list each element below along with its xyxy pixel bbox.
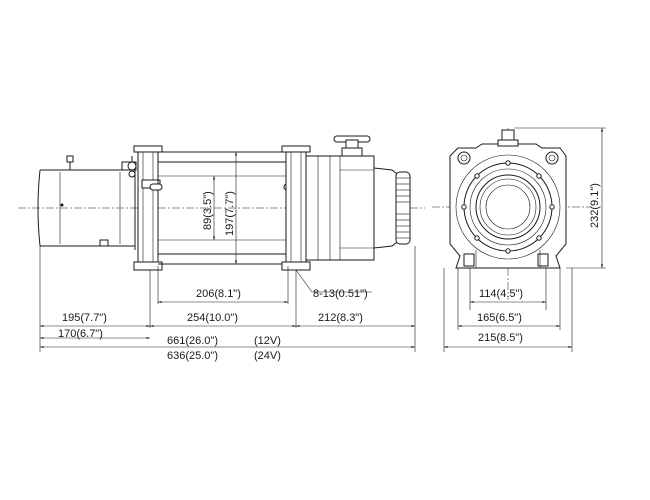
end-height-label: 232(9.1") (589, 183, 601, 228)
gearbox-length-label: 212(8.3") (318, 312, 363, 324)
drum-diameter-label: 89(3.5") (202, 191, 214, 230)
right-end-bearing (281, 145, 311, 271)
overall-24v-label: 636(25.0") (167, 350, 218, 362)
motor-length-mount-label: 170(6.7") (58, 328, 103, 340)
drum-length-label: 206(8.1") (196, 288, 241, 300)
gearbox (305, 135, 411, 261)
end-cap (395, 171, 411, 245)
overall-12v-label: 661(26.0") (167, 335, 218, 347)
bolt-pattern-inner-label: 114(4.5") (479, 288, 523, 300)
overall-12v-note: (12V) (254, 335, 281, 347)
clutch-handle (341, 147, 363, 157)
side-view: 89(3.5") 197(7.7") 206(8.1") 8-13(0.51")… (18, 135, 425, 362)
bolt-spec-label: 8-13(0.51") (313, 288, 368, 300)
bolt-pattern-outer-label: 165(6.5") (477, 312, 522, 324)
end-width-label: 215(8.5") (478, 332, 523, 344)
motor (37, 155, 137, 250)
mount-spacing-label: 254(10.0") (187, 312, 238, 324)
bolt-leader (295, 269, 313, 293)
overall-24v-note: (24V) (254, 350, 281, 362)
end-view: 114(4.5") 165(6.5") 215(8.5") 232(9.1") (432, 127, 606, 352)
flange-diameter-label: 197(7.7") (224, 191, 236, 236)
bolt-holes (461, 160, 555, 254)
motor-length-label: 195(7.7") (62, 312, 107, 324)
drum-bore (475, 174, 541, 240)
terminal-post (127, 161, 137, 171)
